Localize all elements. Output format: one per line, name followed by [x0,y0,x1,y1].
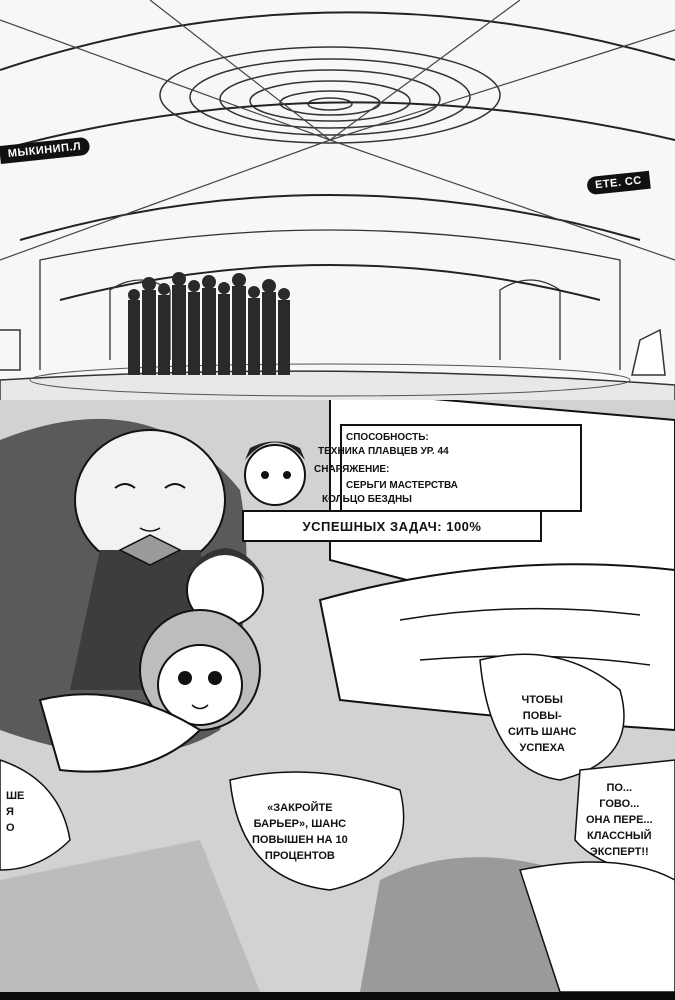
hall-illustration [0,0,675,420]
speech-bubble-barrier: «ЗАКРОЙТЕ БАРЬЕР», ШАНС ПОВЫШЕН НА 10 ПР… [252,802,348,862]
success-rate: УСПЕШНЫХ ЗАДАЧ: 100% [242,510,542,542]
status-window: СПОСОБНОСТЬ: ТЕХНИКА ПЛАВЦЕВ УР. 44 СНАР… [242,424,582,542]
equipment-value-2: КОЛЬЦО БЕЗДНЫ [322,494,412,505]
crowd-figures [128,285,290,375]
page-bottom-border [0,992,675,1000]
ability-value: ТЕХНИКА ПЛАВЦЕВ УР. 44 [318,446,449,457]
ability-label: СПОСОБНОСТЬ: [346,432,429,443]
hall-panel: МЫКИНИП.Л ЕТЕ. СС [0,0,675,420]
equipment-label: СНАРЯЖЕНИЕ: [314,464,390,475]
speech-bubble-cutoff: ШЕ Я О [6,790,25,834]
speech-bubble-chance: ЧТОБЫ ПОВЫ- СИТЬ ШАНС УСПЕХА [508,694,577,754]
ceiling-spiral [159,46,501,144]
status-details: СПОСОБНОСТЬ: ТЕХНИКА ПЛАВЦЕВ УР. 44 СНАР… [314,424,582,512]
equipment-value-1: СЕРЬГИ МАСТЕРСТВА [346,480,458,491]
speech-bubble-expert: ПО... ГОВО... ОНА ПЕРЕ... КЛАССНЫЙ ЭКСПЕ… [586,782,653,858]
